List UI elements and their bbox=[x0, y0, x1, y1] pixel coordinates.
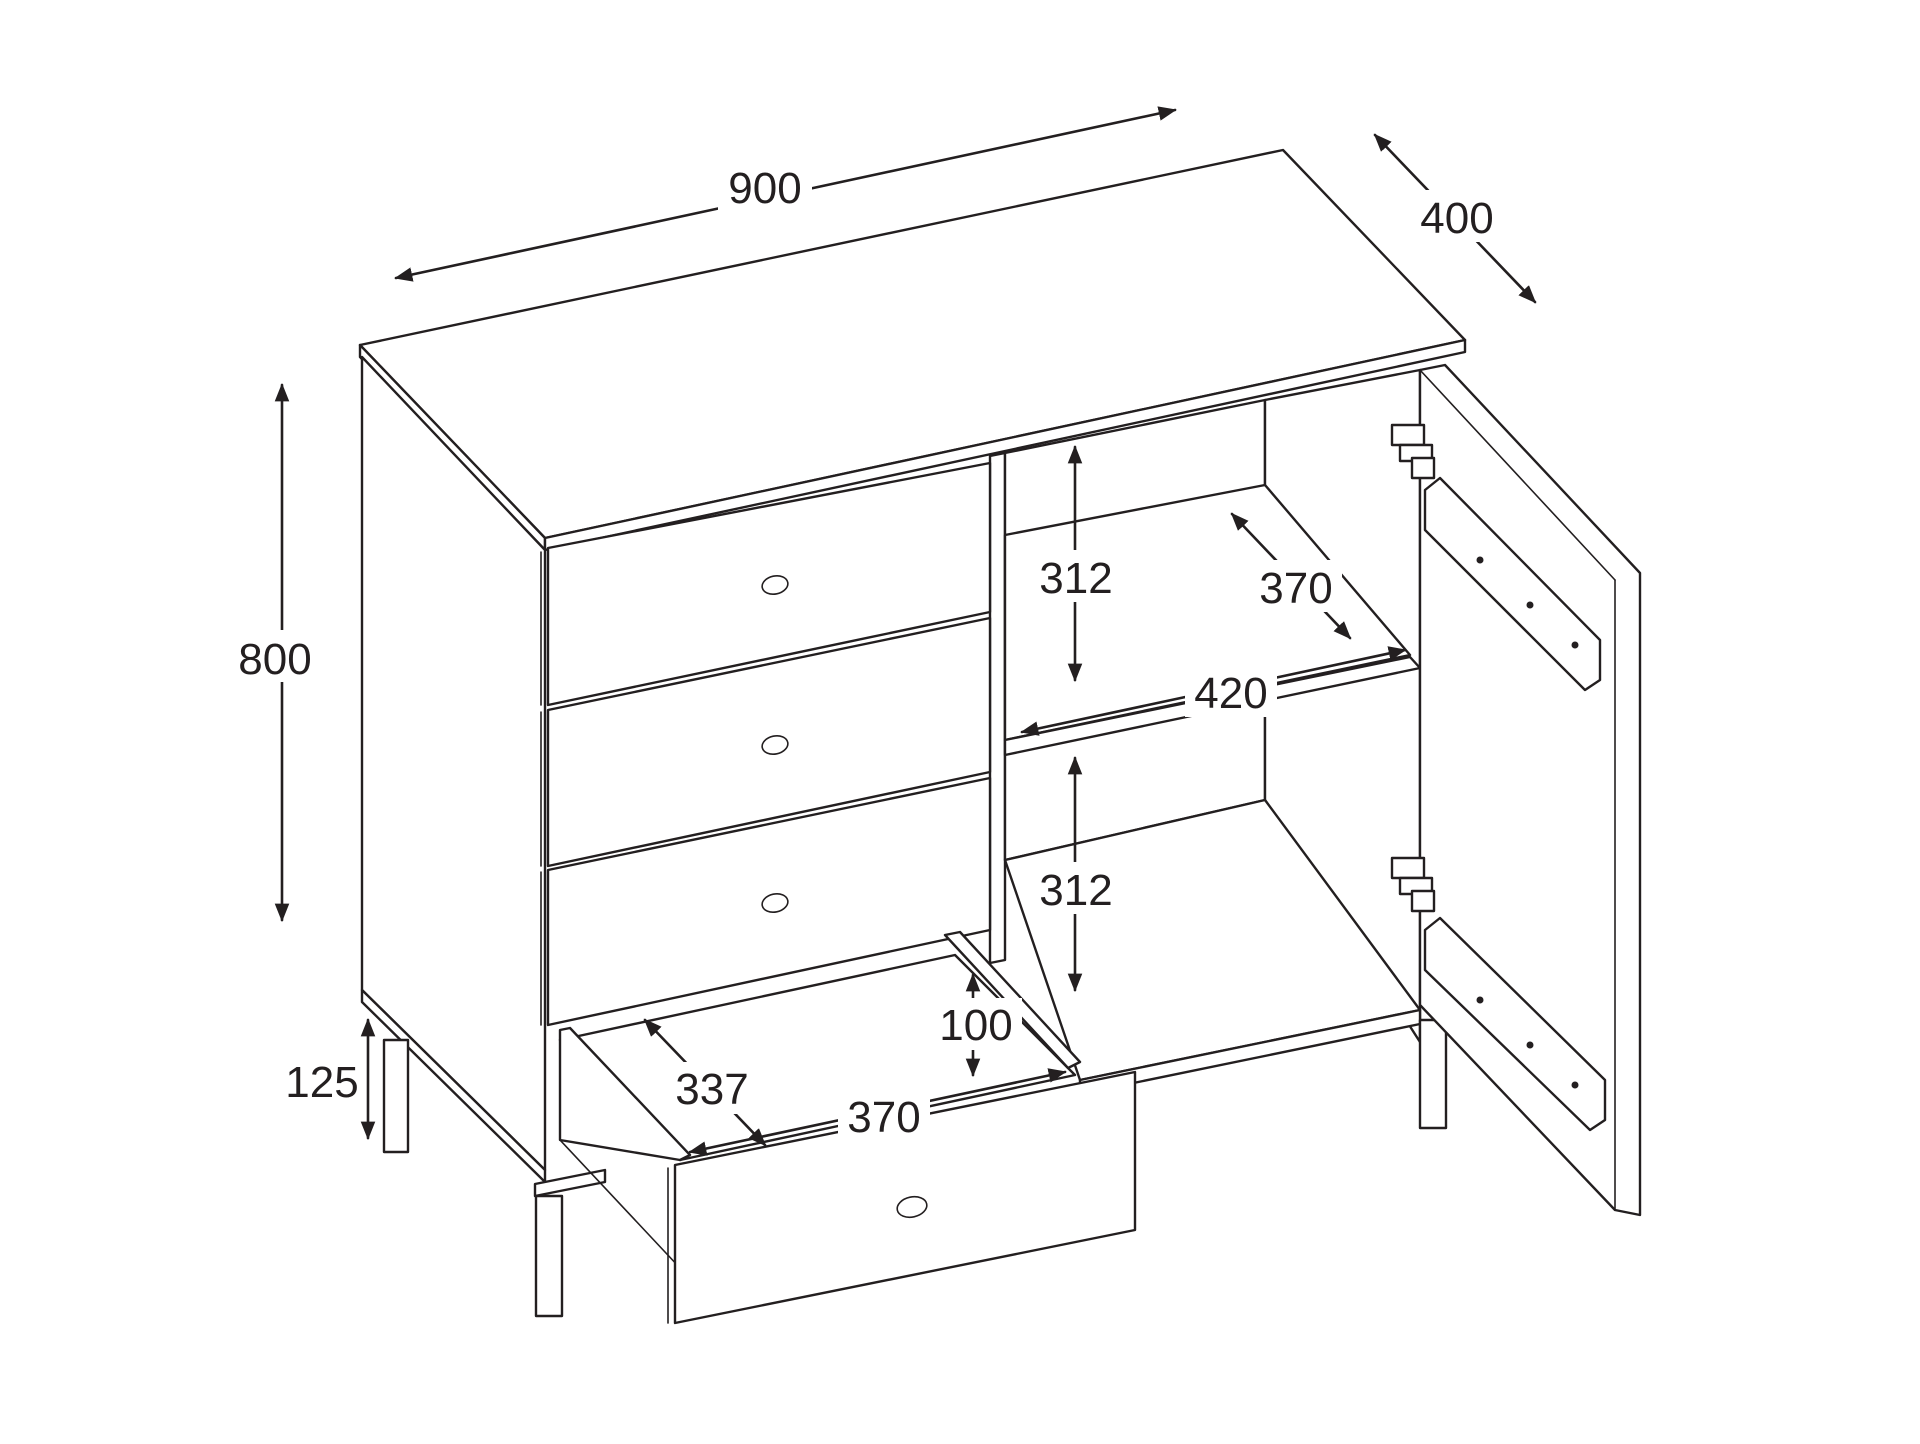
shelf-width-label: 420 bbox=[1194, 669, 1267, 718]
width-label: 900 bbox=[728, 164, 801, 213]
height-label: 800 bbox=[238, 635, 311, 684]
upper-shelf-height-label: 312 bbox=[1039, 554, 1112, 603]
open-door[interactable] bbox=[1390, 363, 1642, 1217]
drawer-width-label: 337 bbox=[675, 1065, 748, 1114]
lower-shelf-height-label: 312 bbox=[1039, 866, 1112, 915]
shelf-depth-label: 370 bbox=[1259, 564, 1332, 613]
base-rail-front bbox=[533, 1168, 607, 1198]
door-rail-upper bbox=[1423, 476, 1602, 692]
door-rail-lower bbox=[1423, 916, 1607, 1132]
dimension-labels: 900 400 800 125 312 312 370 420 100 337 … bbox=[230, 160, 1504, 1142]
drawer-front-3[interactable] bbox=[546, 776, 992, 1027]
top-panel-right-edge bbox=[543, 338, 1467, 552]
drawer-height-label: 100 bbox=[939, 1001, 1012, 1050]
drawer-depth-label: 370 bbox=[847, 1093, 920, 1142]
leg-back-left bbox=[382, 1038, 410, 1154]
drawer-front-1[interactable] bbox=[546, 461, 992, 707]
legs bbox=[382, 1018, 1448, 1318]
drawer-knob-4[interactable] bbox=[895, 1194, 929, 1220]
drawer-front-2[interactable] bbox=[546, 616, 992, 868]
drawer-knob-1[interactable] bbox=[760, 573, 789, 596]
depth-label: 400 bbox=[1420, 194, 1493, 243]
leg-front-left bbox=[534, 1194, 564, 1318]
hinge-lower-icon bbox=[1390, 856, 1436, 913]
drawer-knob-2[interactable] bbox=[760, 733, 789, 756]
drawer-knob-3[interactable] bbox=[760, 891, 789, 914]
leg-front-right bbox=[1418, 1018, 1448, 1130]
leg-height-label: 125 bbox=[285, 1058, 358, 1107]
hinge-upper-icon bbox=[1390, 423, 1436, 480]
center-divider bbox=[988, 451, 1007, 965]
